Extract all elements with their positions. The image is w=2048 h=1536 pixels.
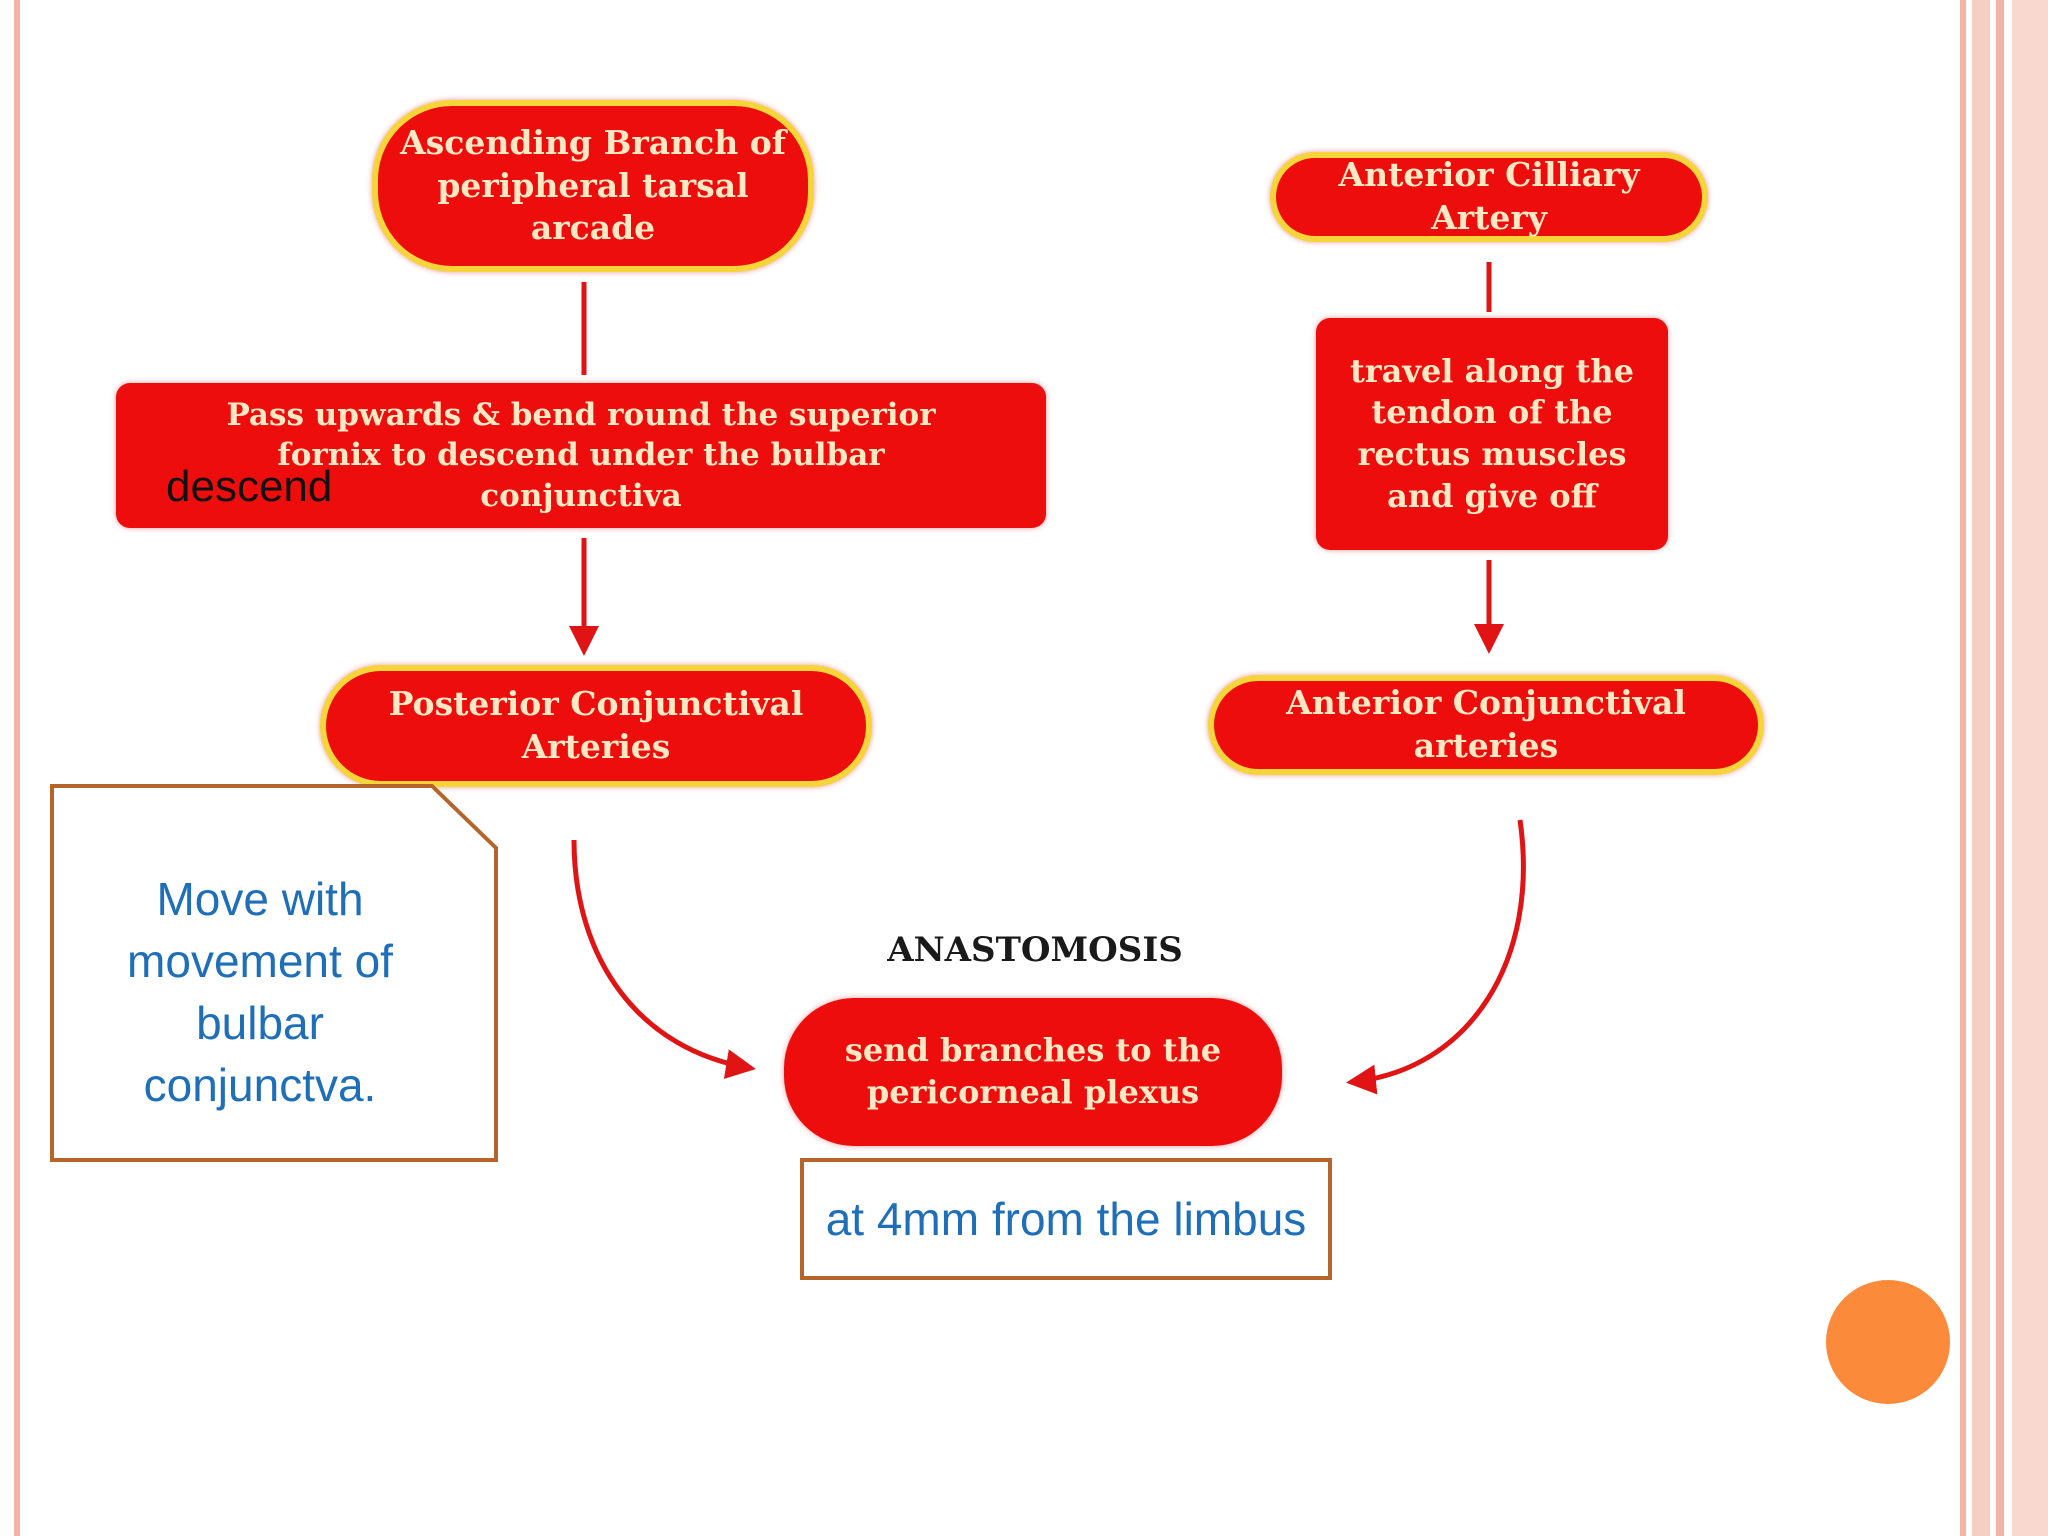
node-pass-upwards: Pass upwards & bend round the superior f… <box>116 383 1046 528</box>
slide-border-right-4 <box>2012 0 2048 1536</box>
node-travel-along-tendon: travel along the tendon of the rectus mu… <box>1316 318 1668 550</box>
callout-folded-corner-box <box>50 784 498 1162</box>
decorative-orange-circle <box>1826 1280 1950 1404</box>
node-ascending-branch: Ascending Branch of peripheral tarsal ar… <box>372 100 814 272</box>
arrow-posterior-to-send <box>571 839 756 1079</box>
slide-border-left <box>0 0 26 1536</box>
node-posterior-conjunctival-arteries: Posterior Conjunctival Arteries <box>320 665 872 787</box>
slide-border-right-3 <box>1996 0 2004 1536</box>
slide-border-right-2 <box>1972 0 1990 1536</box>
callout-move-text: Move with movement of bulbar conjunctva. <box>127 873 393 1111</box>
label-anastomosis: ANASTOMOSIS <box>887 930 1183 970</box>
node-anterior-ciliary-artery: Anterior Cilliary Artery <box>1270 152 1708 242</box>
callout-limbus-text: at 4mm from the limbus <box>825 1193 1307 1245</box>
callout-limbus-box: at 4mm from the limbus <box>800 1158 1332 1280</box>
overlay-descend-text: descend <box>166 462 333 511</box>
arrow-anterior-to-send <box>1346 819 1526 1095</box>
callout-move-with-movement: Move with movement of bulbar conjunctva. <box>50 784 498 1162</box>
node-send-branches: send branches to the pericorneal plexus <box>784 998 1282 1146</box>
occluding-patch <box>612 550 1202 650</box>
slide-border-right-1 <box>1960 0 1966 1536</box>
node-anterior-conjunctival-arteries: Anterior Conjunctival arteries <box>1208 675 1764 775</box>
